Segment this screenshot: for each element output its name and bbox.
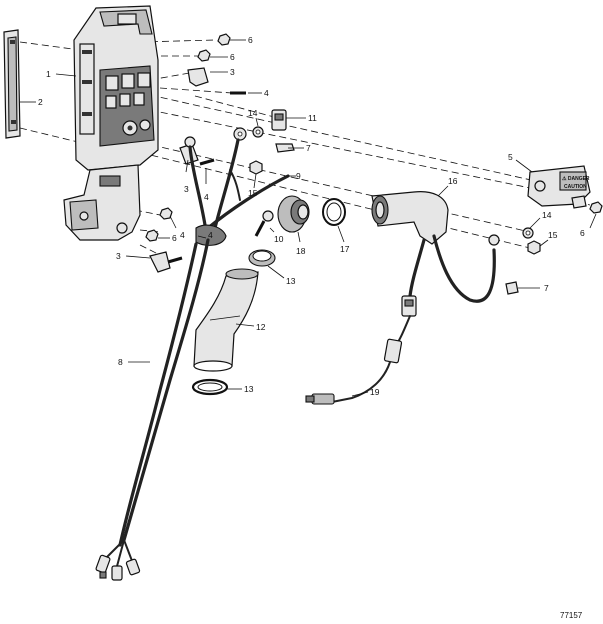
cover-plate-part-2 [3, 29, 21, 139]
callout-c17: 17 [340, 244, 350, 254]
callout-c5: 5 [508, 152, 513, 162]
screws-part-4 [167, 91, 246, 264]
harness-part-16 [371, 191, 500, 346]
callout-c19: 19 [370, 387, 380, 397]
callout-c12: 12 [256, 322, 266, 332]
callout-c16: 16 [448, 176, 458, 186]
terminals-part-7 [275, 143, 519, 295]
callout-c6b: 6 [230, 52, 235, 62]
caution-label-line2: CAUTION [564, 184, 587, 190]
sensor-harness-part-19 [305, 338, 403, 405]
cover-part-5: ⚠ DANGER CAUTION [527, 165, 591, 209]
callout-c9: 9 [296, 171, 301, 181]
callout-c4c: 4 [180, 230, 185, 240]
callout-c11: 11 [308, 113, 317, 123]
screw-part-10 [254, 210, 274, 237]
callout-c3c: 3 [116, 251, 121, 261]
callout-c6c: 6 [172, 233, 177, 243]
leader-lines [20, 39, 597, 397]
callout-c15a: 15 [248, 188, 258, 198]
callout-c1: 1 [46, 69, 51, 79]
callout-c4b: 4 [264, 88, 269, 98]
callout-c14b: 14 [542, 210, 552, 220]
callout-c3a: 3 [230, 67, 235, 77]
callout-c13b: 13 [244, 384, 254, 394]
callout-labels: 1 2 3 3 3 4 4 4 4 5 6 6 6 6 7 7 8 9 10 1… [38, 35, 585, 397]
callout-c14a: 14 [248, 108, 258, 118]
callout-c3b: 3 [184, 184, 189, 194]
callout-c13a: 13 [286, 276, 296, 286]
bolts-part-6 [145, 33, 603, 242]
main-harness-part-8 [95, 224, 227, 581]
caution-label-line1: ⚠ DANGER [562, 176, 590, 182]
boot-part-12 [193, 268, 259, 372]
mounting-bracket [63, 164, 141, 241]
figure-id: 77157 [560, 611, 583, 620]
callout-c2: 2 [38, 97, 43, 107]
connector-part-11 [271, 109, 287, 131]
grommet-part-18 [277, 195, 310, 233]
callout-c7a: 7 [306, 143, 311, 153]
callout-c6d: 6 [580, 228, 585, 238]
fuse-box-part-1 [73, 5, 159, 171]
callout-c4a: 4 [204, 192, 209, 202]
callout-c4d: 4 [208, 230, 213, 240]
callout-c7b: 7 [544, 283, 549, 293]
washer-nut-right [522, 227, 541, 255]
clamps-part-13 [191, 249, 276, 396]
callout-c8: 8 [118, 357, 123, 367]
battery-cables-part-9 [184, 127, 290, 230]
callout-c18: 18 [296, 246, 306, 256]
washer-nut-left [249, 126, 264, 175]
callout-c6a: 6 [248, 35, 253, 45]
callout-c15b: 15 [548, 230, 558, 240]
callout-c10: 10 [274, 234, 284, 244]
clamp-part-17 [322, 198, 346, 226]
